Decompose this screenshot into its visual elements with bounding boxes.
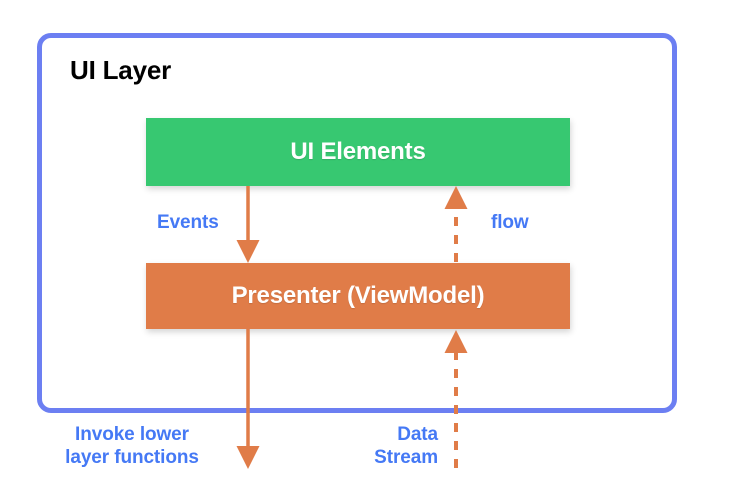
edge-label-flow: flow <box>491 212 529 233</box>
node-presenter-viewmodel-label: Presenter (ViewModel) <box>231 282 485 309</box>
node-presenter-viewmodel[interactable]: Presenter (ViewModel) <box>146 263 570 329</box>
ui-layer-title: UI Layer <box>70 55 172 85</box>
edge-label-data-stream: Data Stream <box>374 424 438 468</box>
edge-label-invoke-lower-layer: Invoke lower layer functions <box>65 424 199 468</box>
node-ui-elements[interactable]: UI Elements <box>146 118 570 186</box>
edge-label-events: Events <box>157 212 219 233</box>
ui-layer-frame <box>37 33 677 413</box>
node-ui-elements-label: UI Elements <box>290 138 426 165</box>
